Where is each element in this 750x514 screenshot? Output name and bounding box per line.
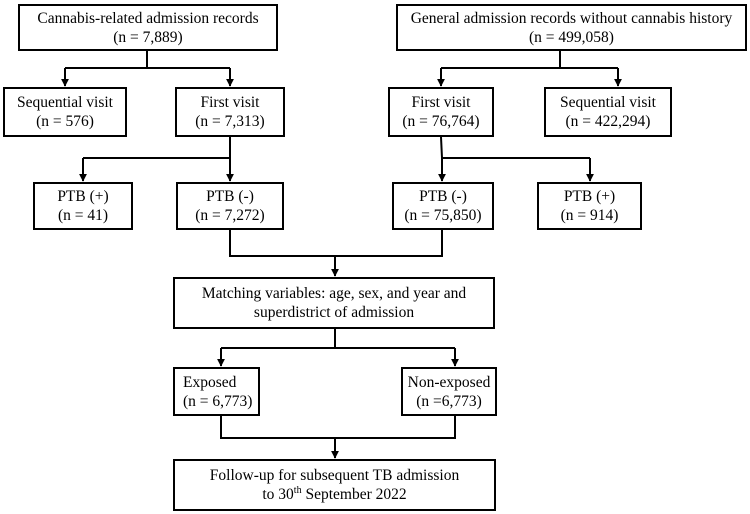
box-line: General admission records without cannab… [410,9,733,27]
box-line: PTB (+) [57,188,109,205]
box-line: Matching variables: age, sex, and year a… [201,285,467,302]
box-cannabis-ptb-negative: PTB (-) (n = 7,272) [176,182,284,230]
box-exposed: Exposed (n = 6,773) [173,367,260,416]
box-line: Exposed [183,373,237,391]
box-cannabis-sequential: Sequential visit (n = 576) [3,87,127,137]
box-line: (n = 499,058) [529,28,614,46]
box-non-exposed: Non-exposed (n =6,773) [401,367,497,416]
box-line: (n = 7,889) [113,28,183,46]
followup-date-ordinal: th [293,484,302,496]
connector-cannabis-split [65,50,230,69]
box-line: (n = 7,313) [195,113,265,130]
box-line: Cannabis-related admission records [37,9,259,27]
box-cannabis-first: First visit (n = 7,313) [175,87,285,137]
connector-matching-split [221,329,455,349]
box-line: (n = 422,294) [565,113,651,130]
box-general-ptb-positive: PTB (+) (n = 914) [537,182,642,230]
box-matching-variables: Matching variables: age, sex, and year a… [173,277,495,329]
box-cannabis-records: Cannabis-related admission records (n = … [18,4,278,51]
box-line: Non-exposed [407,373,491,391]
box-line: (n = 41) [57,207,109,224]
box-general-records: General admission records without cannab… [396,4,747,51]
box-line: First visit [200,94,260,111]
box-follow-up: Follow-up for subsequent TB admission to… [173,459,496,511]
box-line: PTB (+) [563,188,616,205]
box-line: (n = 914) [560,207,619,224]
box-line: (n = 76,764) [402,113,480,130]
connector-general-split [441,50,618,69]
box-general-ptb-negative: PTB (-) (n = 75,850) [392,182,494,230]
box-line: Sequential visit [559,94,656,111]
box-line: superdistrict of admission [253,304,415,321]
box-line: (n = 75,850) [404,207,482,224]
connector-general-ptb-split [440,136,590,159]
box-line: PTB (-) [419,188,467,205]
followup-date-suffix: September 2022 [301,486,407,503]
box-cannabis-ptb-positive: PTB (+) (n = 41) [33,182,133,230]
box-line: (n = 6,773) [183,392,253,410]
box-general-sequential: Sequential visit (n = 422,294) [544,87,672,137]
box-line: First visit [411,94,471,111]
box-line: Follow-up for subsequent TB admission [209,467,460,484]
connector-ptb-neg-merge [229,229,443,257]
box-line: to 30th September 2022 [262,485,406,504]
box-line: (n = 7,272) [195,207,265,224]
followup-date-prefix: to 30 [262,486,294,503]
box-line: (n =6,773) [416,392,482,410]
box-line: PTB (-) [206,188,254,205]
connector-cannabis-ptb-split [83,137,231,159]
box-general-first: First visit (n = 76,764) [388,87,494,137]
connector-followup-merge [220,415,456,439]
box-line: (n = 576) [36,113,94,130]
box-line: Sequential visit [16,94,113,111]
